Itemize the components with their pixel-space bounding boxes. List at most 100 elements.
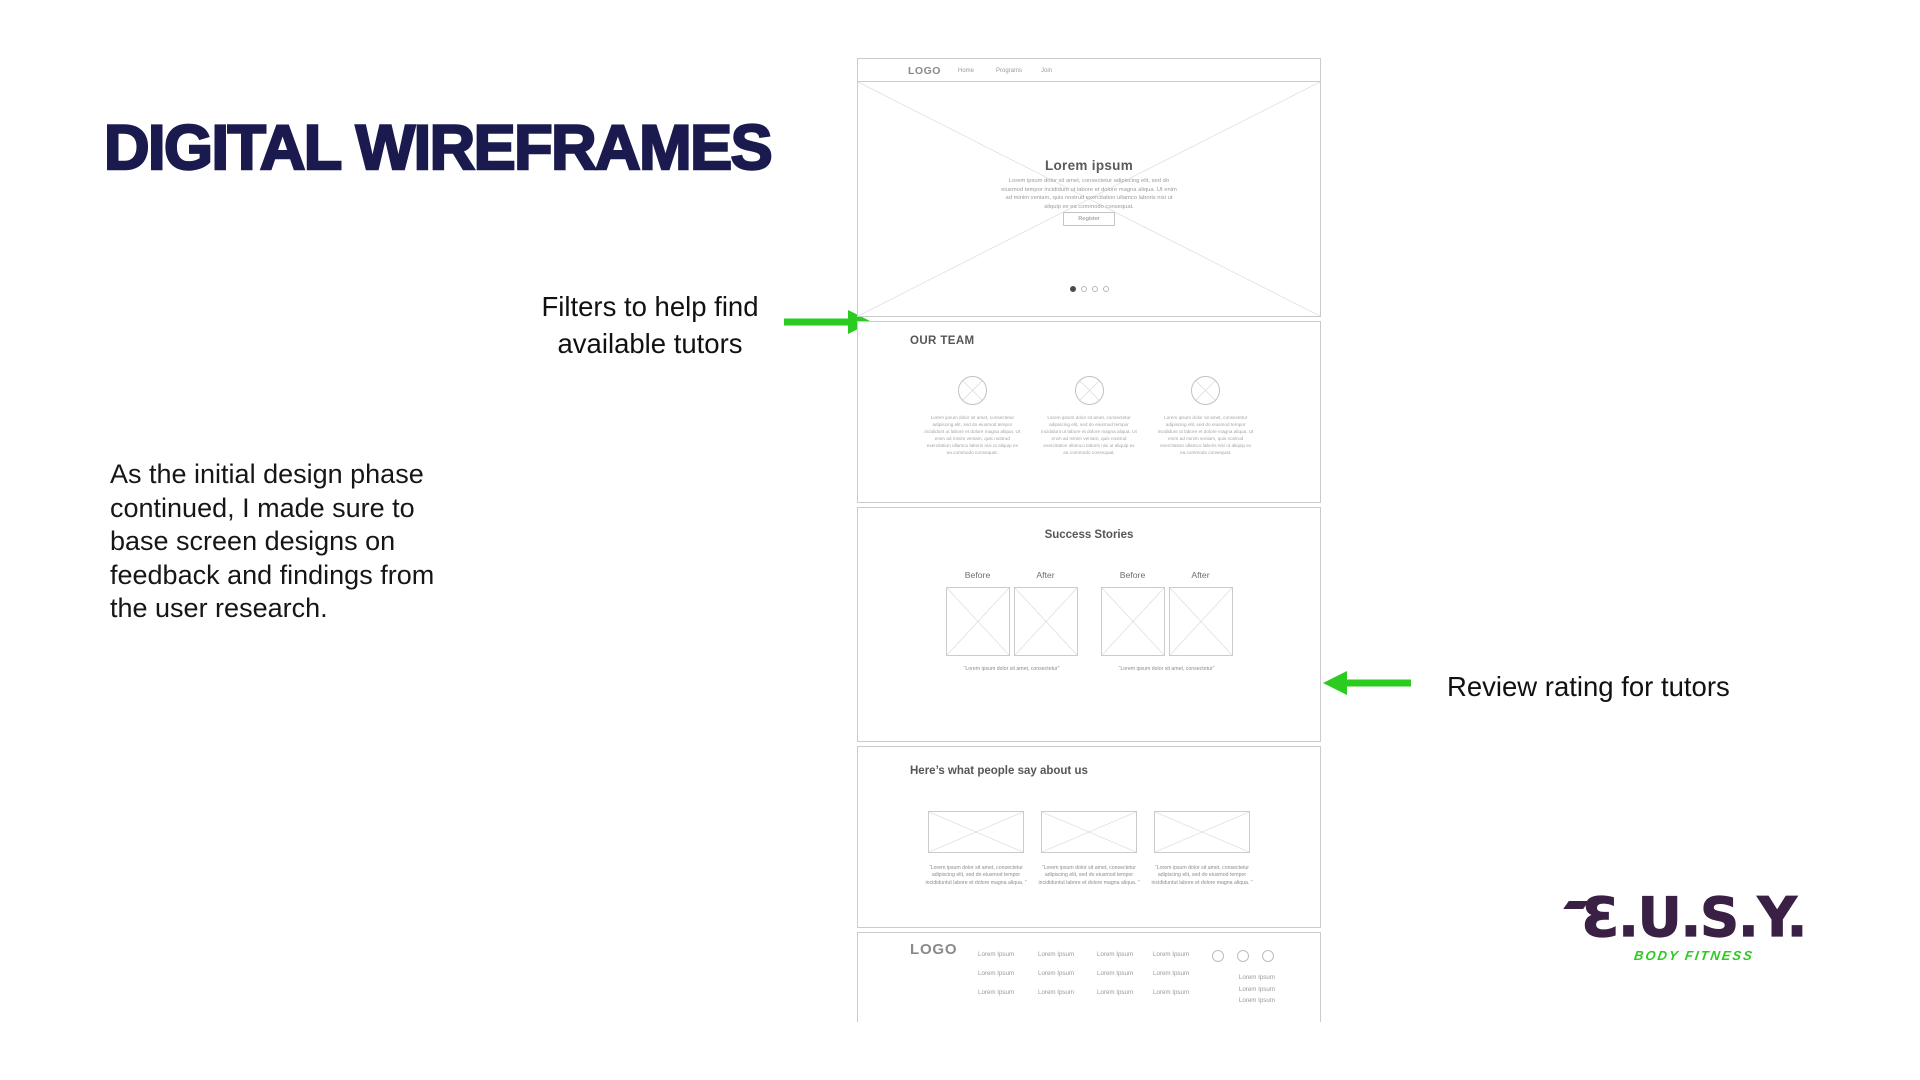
social-circle-icon[interactable] [1262, 950, 1274, 962]
wireframe-nav-home[interactable]: Home [958, 68, 975, 74]
carousel-dot-active[interactable] [1069, 286, 1076, 292]
footer-link-column: Lorem Ipsum Lorem Ipsum Lorem Ipsum [1153, 945, 1189, 1002]
wireframe-footer-logo: LOGO [910, 941, 958, 958]
team-member-card: Lorem ipsum dolor sit amet, consectetur … [1147, 376, 1264, 457]
testimonial-quote: “Lorem ipsum dolor sit amet, consectetur… [925, 865, 1027, 886]
footer-link[interactable]: Lorem Ipsum [1038, 970, 1075, 977]
wireframe-hero-image-placeholder: Lorem ipsum Lorem ipsum dolor sit amet, … [857, 81, 1321, 317]
team-member-blurb: Lorem ipsum dolor sit amet, consectetur … [924, 415, 1021, 456]
brand-name-rest: .U.S.Y. [1618, 886, 1808, 949]
footer-link[interactable]: Lorem Ipsum [978, 989, 1015, 996]
team-members-row: Lorem ipsum dolor sit amet, consectetur … [858, 376, 1320, 457]
footer-side-links: Lorem Ipsum Lorem Ipsum Lorem Ipsum [1239, 972, 1275, 1007]
wireframe-header-logo: LOGO [908, 65, 941, 77]
footer-link[interactable]: Lorem Ipsum [1038, 951, 1075, 958]
footer-link[interactable]: Lorem Ipsum [1038, 989, 1075, 996]
social-circle-icon[interactable] [1237, 950, 1249, 962]
body-line: feedback and findings from [110, 559, 435, 590]
footer-link-column: Lorem Ipsum Lorem Ipsum Lorem Ipsum [978, 945, 1014, 1002]
footer-link[interactable]: Lorem Ipsum [1238, 985, 1275, 993]
after-label: After [1036, 570, 1055, 580]
testimonial-quote: “Lorem ipsum dolor sit amet, consectetur… [1151, 865, 1253, 886]
footer-social-icons [1212, 950, 1274, 962]
testimonials-row: “Lorem ipsum dolor sit amet, consectetur… [858, 811, 1320, 887]
wireframe-team-section: OUR TEAM Lorem ipsum dolor sit amet, con… [857, 321, 1321, 503]
wireframe-nav-programs[interactable]: Programs [996, 68, 1023, 74]
before-after-row: Before After “Lorem ipsum dolor sit amet… [858, 570, 1320, 672]
carousel-dot[interactable] [1102, 286, 1109, 292]
wireframe-success-section: Success Stories Before After “Lorem ipsu… [857, 507, 1321, 742]
testimonial-card: “Lorem ipsum dolor sit amet, consectetur… [923, 811, 1029, 887]
wireframe-nav-join[interactable]: Join [1041, 68, 1053, 74]
footer-link[interactable]: Lorem Ipsum [1097, 970, 1134, 977]
before-image-placeholder [1100, 587, 1165, 656]
pair-caption: “Lorem ipsum dolor sit amet, consectetur… [1118, 666, 1215, 672]
pair-caption: “Lorem ipsum dolor sit amet, consectetur… [963, 666, 1060, 672]
carousel-dot[interactable] [1080, 286, 1087, 292]
testimonial-card: “Lorem ipsum dolor sit amet, consectetur… [1149, 811, 1255, 887]
after-image-placeholder [1013, 587, 1078, 656]
wireframe-header: LOGO Home Programs Join [857, 58, 1321, 82]
callout-filters-line1: Filters to help find [541, 291, 759, 322]
social-circle-icon[interactable] [1212, 950, 1224, 962]
testimonial-image-placeholder [1154, 811, 1250, 853]
before-image-placeholder [945, 587, 1010, 656]
carousel-dot[interactable] [1091, 286, 1098, 292]
footer-link-column: Lorem Ipsum Lorem Ipsum Lorem Ipsum [1097, 945, 1133, 1002]
testimonial-card: “Lorem ipsum dolor sit amet, consectetur… [1036, 811, 1142, 887]
wireframe-hero-paragraph: Lorem ipsum dolor sit amet, consectetur … [1001, 178, 1177, 210]
body-line: continued, I made sure to [110, 492, 415, 523]
team-section-heading: OUR TEAM [910, 335, 975, 347]
footer-link[interactable]: Lorem Ipsum [1097, 951, 1134, 958]
footer-link[interactable]: Lorem Ipsum [978, 970, 1015, 977]
before-label: Before [964, 570, 991, 580]
body-line: As the initial design phase [110, 459, 424, 489]
footer-link[interactable]: Lorem Ipsum [1153, 989, 1190, 996]
success-section-heading: Success Stories [1044, 529, 1134, 541]
footer-link[interactable]: Lorem Ipsum [1238, 974, 1275, 981]
testimonial-quote: “Lorem ipsum dolor sit amet, consectetur… [1038, 865, 1140, 886]
before-label: Before [1119, 570, 1146, 580]
brand-tagline: BODY FITNESS [1633, 948, 1755, 963]
testimonial-image-placeholder [1041, 811, 1137, 853]
testimonial-image-placeholder [928, 811, 1024, 853]
after-label: After [1191, 570, 1210, 580]
wireframe-footer: LOGO Lorem Ipsum Lorem Ipsum Lorem Ipsum… [857, 932, 1321, 1022]
wireframe-register-button[interactable]: Register [1063, 212, 1115, 226]
body-line: base screen designs on [110, 526, 396, 556]
wireframe-mockup: LOGO Home Programs Join Lorem ipsum Lore… [857, 58, 1321, 1022]
team-member-blurb: Lorem ipsum dolor sit amet, consectetur … [1041, 415, 1137, 456]
wireframe-testimonials-section: Here’s what people say about us “Lorem i… [857, 746, 1321, 928]
brand-b-mark: Ɛ [1581, 886, 1620, 949]
page-title: DIGITAL WIREFRAMES [103, 112, 774, 184]
avatar-placeholder [957, 376, 987, 405]
before-cell: Before [945, 570, 1010, 656]
footer-link[interactable]: Lorem Ipsum [1153, 970, 1190, 977]
callout-filters: Filters to help find available tutors [450, 288, 850, 362]
footer-link[interactable]: Lorem Ipsum [1238, 997, 1275, 1004]
brand-name: Ɛ.U.S.Y. [1581, 886, 1808, 949]
body-line: the user research. [110, 593, 328, 623]
footer-link[interactable]: Lorem Ipsum [978, 951, 1015, 958]
brand-logo: Ɛ.U.S.Y. BODY FITNESS [1572, 886, 1816, 963]
avatar-placeholder [1191, 376, 1221, 405]
footer-link[interactable]: Lorem Ipsum [1097, 989, 1134, 996]
footer-link-column: Lorem Ipsum Lorem Ipsum Lorem Ipsum [1038, 945, 1074, 1002]
callout-filters-line2: available tutors [557, 328, 743, 359]
green-arrow-left-icon [1323, 671, 1411, 695]
wireframe-hero-heading: Lorem ipsum [1044, 158, 1134, 173]
before-after-pair: Before After “Lorem ipsum dolor sit amet… [1100, 570, 1233, 672]
body-paragraph: As the initial design phase continued, I… [110, 458, 434, 626]
team-member-card: Lorem ipsum dolor sit amet, consectetur … [1031, 376, 1148, 457]
callout-review: Review rating for tutors [1447, 671, 1730, 702]
before-after-pair: Before After “Lorem ipsum dolor sit amet… [945, 570, 1078, 672]
after-image-placeholder [1168, 587, 1233, 656]
testimonials-heading: Here’s what people say about us [910, 765, 1088, 777]
after-cell: After [1168, 570, 1233, 656]
before-cell: Before [1100, 570, 1165, 656]
avatar-placeholder [1074, 376, 1104, 405]
team-member-card: Lorem ipsum dolor sit amet, consectetur … [914, 376, 1031, 457]
wireframe-carousel-dots [858, 286, 1320, 292]
footer-link[interactable]: Lorem Ipsum [1153, 951, 1190, 958]
